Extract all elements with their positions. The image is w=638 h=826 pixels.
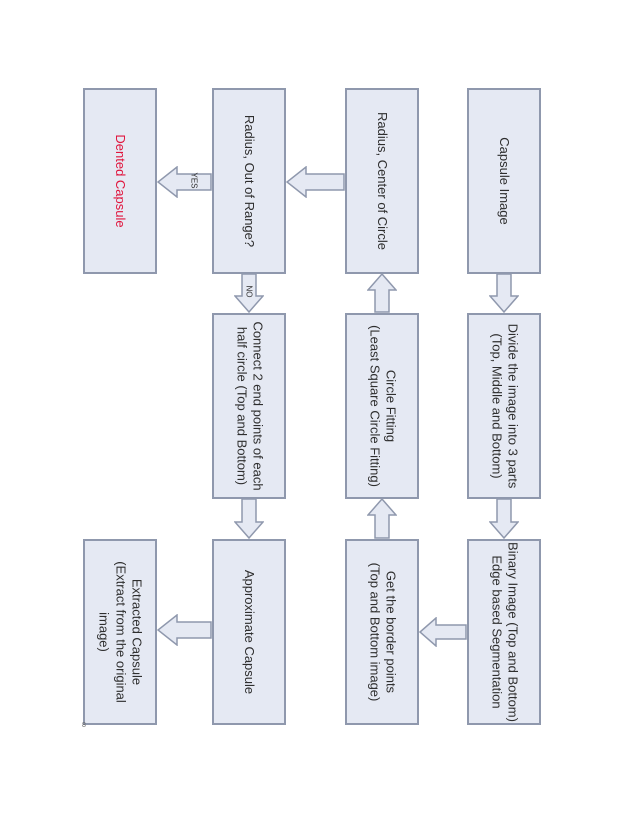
box-border-points: Get the border points (Top and Bottom im… (345, 539, 419, 725)
arrow-left-icon (286, 166, 345, 198)
box-connect-points: Connect 2 end points of each half circle… (212, 313, 286, 499)
box-label: Connect 2 end points of each half circle… (234, 321, 266, 491)
arrow-left-icon (419, 617, 467, 647)
page-number: 8 (82, 722, 86, 729)
box-divide-image: Divide the image into 3 parts (Top, Midd… (467, 313, 541, 499)
arrow-down-icon (489, 499, 519, 539)
box-out-of-range: Radius, Out of Range? (212, 88, 286, 274)
arrow-left-icon (157, 614, 212, 646)
box-circle-fitting: Circle Fitting (Least Square Circle Fitt… (345, 313, 419, 499)
box-extracted-capsule: Extracted Capsule (Extract from the orig… (83, 539, 157, 725)
no-label: NO (244, 285, 254, 298)
box-label: Binary Image (Top and Bottom) Edge based… (489, 542, 521, 722)
box-label: Radius, Center of Circle (375, 112, 391, 250)
box-label: Radius, Out of Range? (242, 114, 258, 248)
yes-label: YES (189, 172, 199, 189)
box-label: Dented Capsule (113, 134, 129, 228)
box-approximate-capsule: Approximate Capsule (212, 539, 286, 725)
arrow-left-icon (157, 166, 212, 198)
arrow-up-icon (367, 274, 397, 313)
arrow-up-icon (367, 499, 397, 539)
box-capsule-image: Capsule Image (467, 88, 541, 274)
box-binary-image: Binary Image (Top and Bottom) Edge based… (467, 539, 541, 725)
box-label: Capsule Image (497, 137, 513, 225)
box-radius-center: Radius, Center of Circle (345, 88, 419, 274)
box-label: Get the border points (Top and Bottom im… (367, 562, 399, 702)
box-label: Circle Fitting (Least Square Circle Fitt… (367, 325, 399, 487)
arrow-down-icon (234, 499, 264, 539)
box-dented-capsule: Dented Capsule (83, 88, 157, 274)
box-label: Divide the image into 3 parts (Top, Midd… (489, 323, 521, 489)
arrow-down-icon (489, 274, 519, 313)
box-label: Extracted Capsule (Extract from the orig… (96, 561, 145, 703)
arrow-down-icon (234, 274, 264, 313)
box-label: Approximate Capsule (242, 569, 258, 695)
